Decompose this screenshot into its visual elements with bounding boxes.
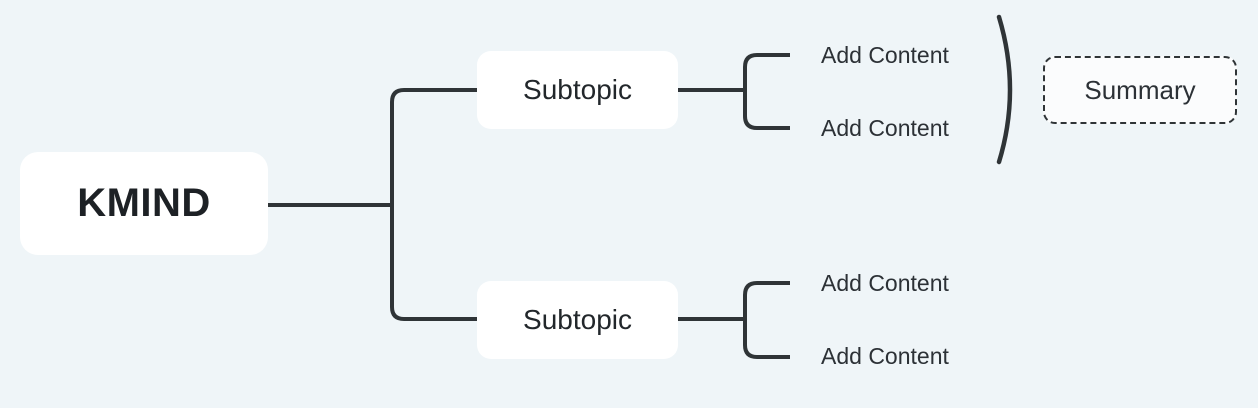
connector-leaf-bracket-1 [743, 53, 790, 130]
connector-leaf-bracket-2 [743, 281, 790, 359]
subtopic-node-2[interactable]: Subtopic [477, 281, 678, 359]
subtopic-node-1-label: Subtopic [523, 74, 632, 105]
leaf-node-1-2-label: Add Content [821, 114, 949, 141]
leaf-node-2-1[interactable]: Add Content [821, 268, 1041, 298]
subtopic-node-2-label: Subtopic [523, 304, 632, 335]
leaf-node-2-1-label: Add Content [821, 269, 949, 296]
root-node-label: KMIND [77, 181, 211, 225]
connector-main-bracket [390, 88, 477, 321]
leaf-node-1-1-label: Add Content [821, 41, 949, 68]
summary-node-label: Summary [1084, 74, 1196, 105]
root-node[interactable]: KMIND [20, 152, 268, 255]
leaf-node-2-2[interactable]: Add Content [821, 341, 1041, 371]
leaf-node-1-2[interactable]: Add Content [821, 113, 1041, 143]
subtopic-node-1[interactable]: Subtopic [477, 51, 678, 129]
summary-node[interactable]: Summary [1043, 56, 1237, 124]
leaf-node-2-2-label: Add Content [821, 342, 949, 369]
leaf-node-1-1[interactable]: Add Content [821, 40, 1041, 70]
